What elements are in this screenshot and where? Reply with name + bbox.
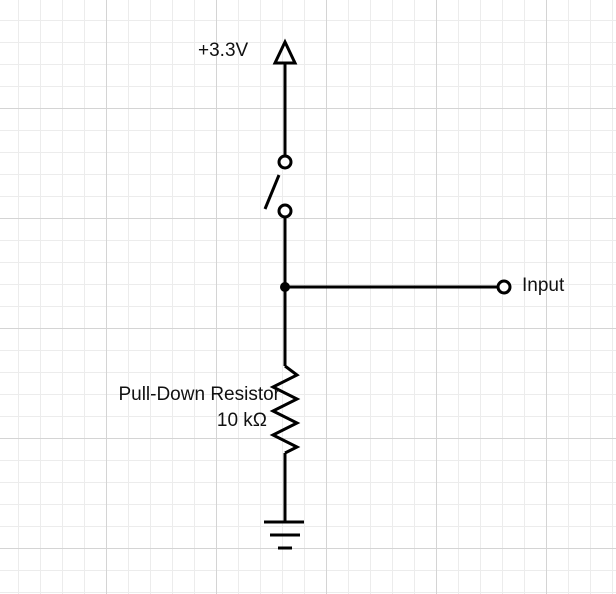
resistor-name-label: Pull-Down Resistor — [118, 384, 280, 405]
resistor-value-label: 10 kΩ — [216, 410, 267, 431]
supply-arrow-icon — [272, 38, 298, 65]
input-label: Input — [522, 275, 565, 296]
input-terminal-icon — [496, 279, 512, 295]
supply-voltage-label: +3.3V — [198, 40, 249, 61]
resistor-icon — [269, 364, 301, 455]
switch-icon — [263, 154, 293, 219]
ground-icon — [264, 520, 304, 550]
